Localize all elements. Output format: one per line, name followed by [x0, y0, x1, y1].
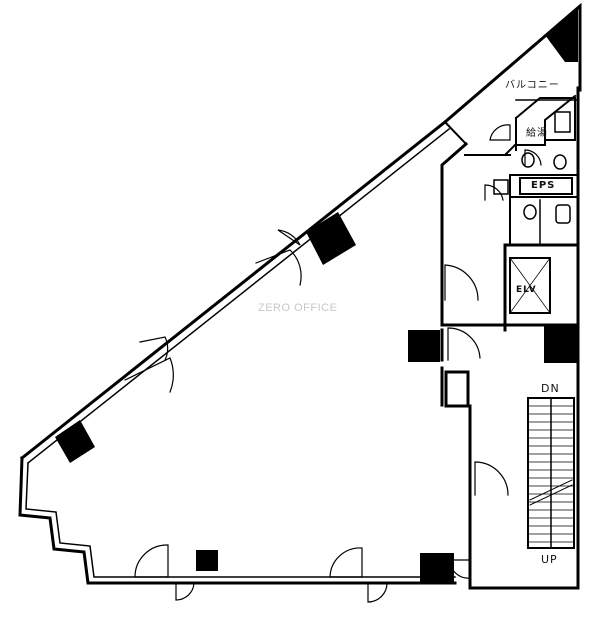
- watermark: ZERO OFFICE: [258, 302, 338, 314]
- elevator-label: ELV: [516, 285, 537, 295]
- structural-columns: [55, 8, 578, 583]
- eps-label: EPS: [531, 180, 556, 191]
- left-stepped-wall: [18, 456, 457, 585]
- toilet-area: [493, 111, 579, 246]
- staircase: [527, 397, 575, 549]
- kitchenette-label: 給湯: [526, 128, 548, 139]
- eps-box: [519, 177, 573, 195]
- balcony-label: バルコニー: [505, 80, 560, 91]
- elevator-shaft: [509, 257, 551, 314]
- door-swings: [124, 124, 542, 603]
- stairs-down-label: DN: [541, 382, 560, 395]
- stairs-up-label: UP: [541, 553, 558, 566]
- balcony-wall: [442, 2, 582, 146]
- diagonal-window-wall: [19, 119, 451, 465]
